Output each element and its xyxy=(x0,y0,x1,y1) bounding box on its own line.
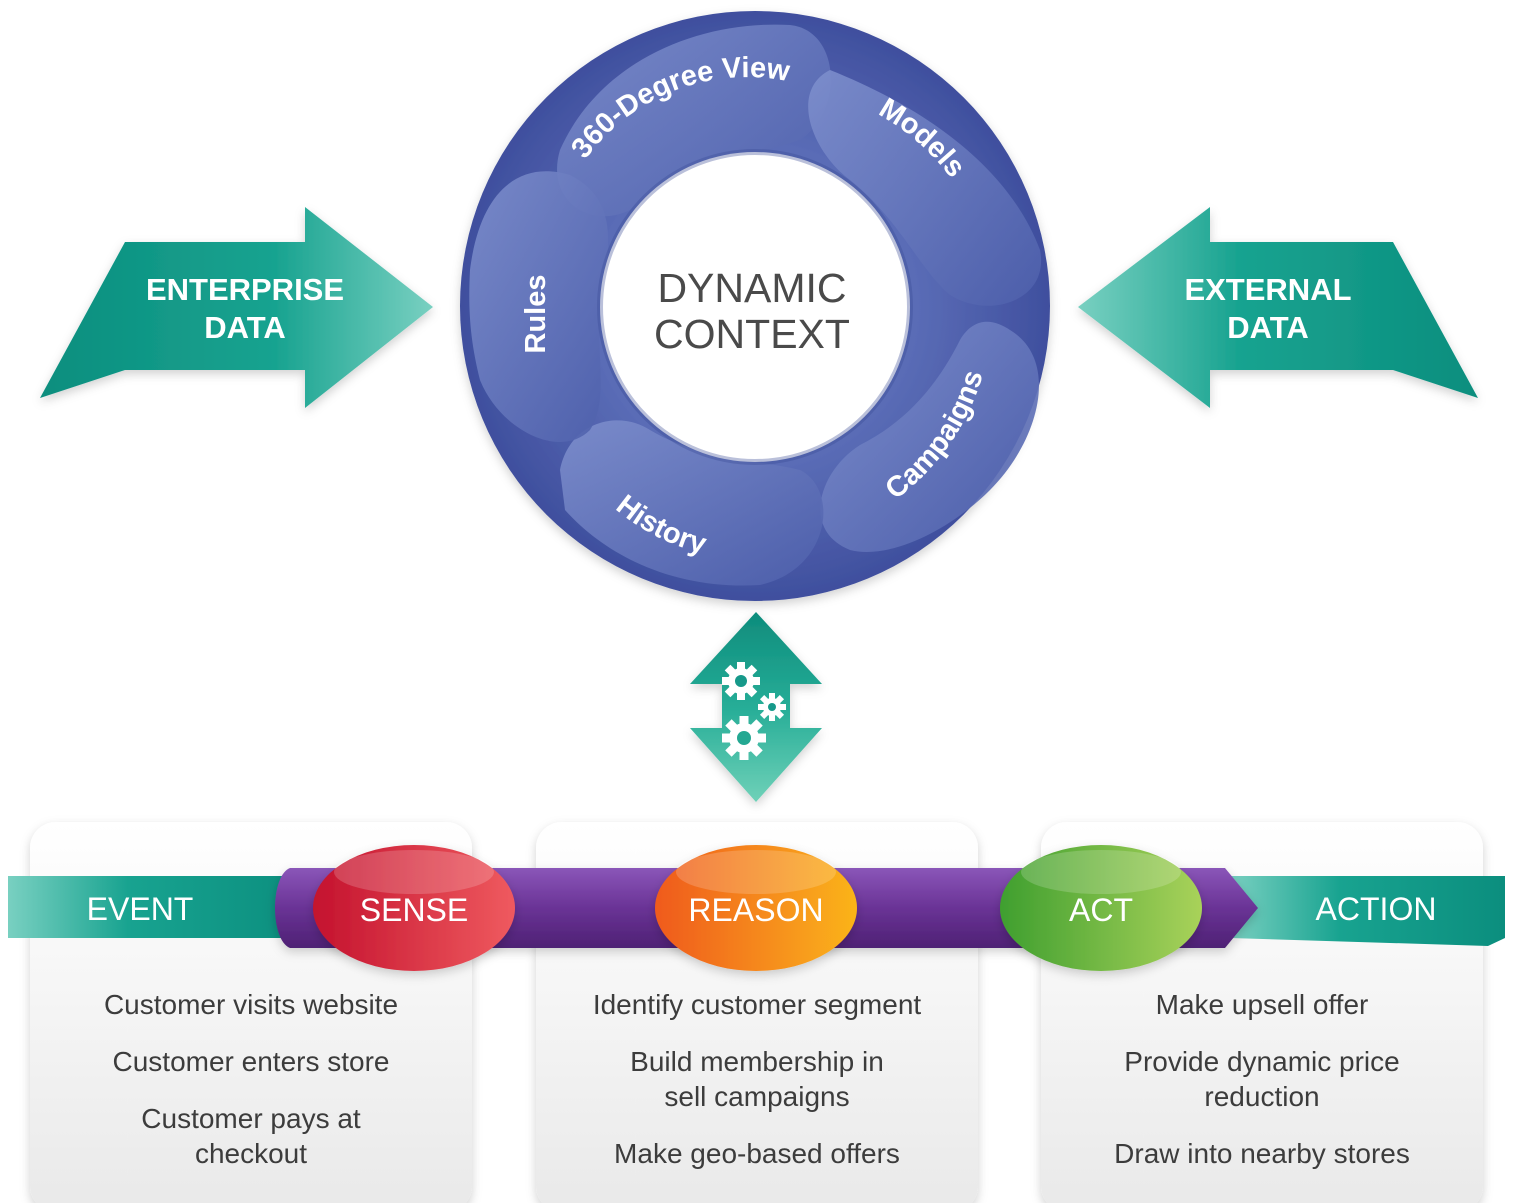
reason-panel-list: Identify customer segment Build membersh… xyxy=(536,987,978,1171)
segment-360-view xyxy=(557,24,831,217)
enterprise-data-label-line1: ENTERPRISE xyxy=(146,272,344,307)
act-label: ACT xyxy=(1069,892,1133,928)
reason-label: REASON xyxy=(688,892,823,928)
event-label: EVENT xyxy=(87,891,194,927)
center-title-line1: DYNAMIC xyxy=(657,265,846,311)
reason-step xyxy=(655,845,857,971)
segment-campaigns xyxy=(820,321,1039,552)
act-item-2-line2: reduction xyxy=(1204,1081,1320,1112)
reason-item-2-line2: sell campaigns xyxy=(664,1081,850,1112)
context-ring xyxy=(460,11,1050,601)
sense-step xyxy=(313,845,515,971)
enterprise-data-arrow: ENTERPRISE DATA xyxy=(40,207,433,408)
enterprise-data-label-line2: DATA xyxy=(204,310,286,345)
reason-item-1: Identify customer segment xyxy=(592,989,922,1020)
external-data-arrow: EXTERNAL DATA xyxy=(1078,207,1478,408)
act-item-3: Draw into nearby stores xyxy=(1114,1138,1410,1169)
center-title-line2: CONTEXT xyxy=(654,311,850,357)
reason-item-3: Make geo-based offers xyxy=(614,1138,900,1169)
sense-label: SENSE xyxy=(360,892,468,928)
event-band xyxy=(8,876,308,938)
action-label: ACTION xyxy=(1316,891,1437,927)
segment-rules xyxy=(469,171,609,442)
gears-icon xyxy=(722,662,786,760)
act-item-1: Make upsell offer xyxy=(1155,989,1369,1020)
sense-item-3-line1: Customer pays at xyxy=(141,1103,361,1134)
segment-models xyxy=(808,70,1042,306)
up-down-arrow xyxy=(690,612,822,802)
reason-item-2-line1: Build membership in xyxy=(630,1046,884,1077)
act-item-2-line1: Provide dynamic price xyxy=(1124,1046,1400,1077)
sense-item-1: Customer visits website xyxy=(103,989,399,1020)
segment-history xyxy=(560,420,824,586)
action-band xyxy=(1230,876,1505,946)
external-data-label-line1: EXTERNAL xyxy=(1184,272,1351,307)
sense-item-2: Customer enters store xyxy=(112,1046,390,1077)
act-panel-list: Make upsell offer Provide dynamic price … xyxy=(1041,987,1483,1171)
act-step xyxy=(1000,845,1202,971)
external-data-label-line2: DATA xyxy=(1227,310,1309,345)
sense-panel-list: Customer visits website Customer enters … xyxy=(30,987,472,1171)
sense-item-3-line2: checkout xyxy=(194,1138,308,1169)
segment-label-rules: Rules xyxy=(520,275,552,354)
